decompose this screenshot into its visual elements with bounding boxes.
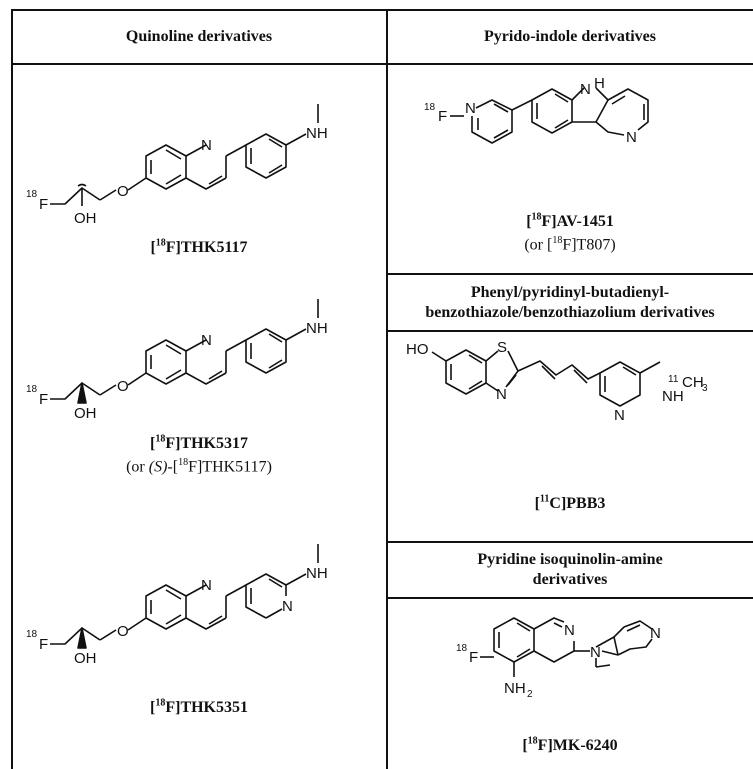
- fluorine-atom: F: [469, 649, 478, 666]
- header-pyrido-indole: Pyrido-indole derivatives: [387, 10, 753, 63]
- hydroxyl: OH: [74, 405, 97, 422]
- ether-oxygen: O: [117, 183, 129, 200]
- header-bottom-rule: [11, 63, 753, 65]
- thk5351-el: F: [165, 699, 176, 717]
- av1451-el: F: [541, 213, 552, 231]
- thk5351-structure: 18 F OH O N N NH: [26, 544, 328, 667]
- amine-nh2-sub: 2: [527, 689, 533, 700]
- fluorine-iso: 18: [456, 643, 468, 654]
- fluorine-atom: F: [39, 196, 48, 213]
- ether-oxygen: O: [117, 378, 129, 395]
- header-pyridine-text: Pyridine isoquinolin-amine derivatives: [477, 550, 663, 588]
- hydroxyl: OH: [74, 210, 97, 227]
- thk5117-structure: 18 F OH O N NH: [26, 104, 328, 227]
- header-quinoline: Quinoline derivatives: [12, 10, 386, 63]
- thk5317-structure: 18 F OH O N NH: [26, 299, 328, 422]
- pyrrole-nitrogen: N: [590, 644, 601, 661]
- mk6240-el: F: [537, 737, 548, 755]
- thk5117-name: THK5117: [180, 239, 248, 257]
- thk5117-iso: 18: [155, 238, 166, 249]
- av1451-alt-post: F]T807): [562, 236, 616, 254]
- row-divider-2: [386, 330, 753, 332]
- hydroxyl-ho: HO: [406, 341, 429, 358]
- header-pyridine-isoquinolin: Pyridine isoquinolin-amine derivatives: [387, 542, 753, 597]
- table-border-left: [11, 9, 13, 769]
- thk5317-caption: [18F]THK5317 (or (S)-[18F]THK5117): [126, 434, 272, 476]
- thk5317-el: F: [165, 435, 176, 453]
- thk5317-iso: 18: [155, 434, 166, 445]
- thiazole-sulfur: S: [497, 339, 507, 356]
- thk5351-iso: 18: [155, 698, 166, 709]
- hydroxyl: OH: [74, 650, 97, 667]
- pbb3-el: C: [549, 495, 561, 513]
- thk5317-alt-s: (S): [148, 458, 168, 476]
- methyl-ch: CH: [682, 374, 704, 391]
- fluorine-iso: 18: [26, 189, 38, 200]
- ether-oxygen: O: [117, 623, 129, 640]
- mk6240-caption: [18F]MK-6240: [522, 736, 618, 755]
- methyl-sub: 3: [702, 383, 708, 394]
- row-divider-1: [386, 273, 753, 275]
- av1451-name: AV-1451: [556, 213, 614, 231]
- thk5351-caption: [18F]THK5351: [150, 698, 248, 717]
- pbb3-iso: 11: [539, 494, 550, 505]
- amine-nh: NH: [662, 388, 684, 405]
- isoquinoline-nitrogen: N: [564, 622, 575, 639]
- fluorine-iso: 18: [26, 384, 38, 395]
- amine-nh: NH: [306, 125, 328, 142]
- header-phenyl-benzothiazole: Phenyl/pyridinyl-butadienyl-benzothiazol…: [387, 275, 753, 330]
- header-quinoline-text: Quinoline derivatives: [125, 27, 273, 45]
- quinoline-nitrogen: N: [201, 577, 212, 594]
- thiazole-nitrogen: N: [496, 386, 507, 403]
- indole-nitrogen: N: [580, 81, 591, 98]
- fluorine-atom: F: [39, 391, 48, 408]
- amine-nh: NH: [306, 320, 328, 337]
- header-pyrido-text: Pyrido-indole derivatives: [484, 27, 656, 45]
- mk6240-iso: 18: [527, 736, 538, 747]
- amine-nh2: NH: [504, 680, 526, 697]
- pyridine-nitrogen-2: N: [626, 129, 637, 146]
- row-divider-4: [386, 597, 753, 599]
- thk5117-el: F: [165, 239, 176, 257]
- thk5317-alt-iso: 18: [178, 457, 189, 469]
- thk5117-caption: [18F]THK5117: [150, 238, 248, 257]
- fluorine-iso: 18: [26, 629, 38, 640]
- table-border-top: [11, 9, 753, 11]
- pyridine-nitrogen: N: [650, 625, 661, 642]
- pbb3-structure: HO S N N NH 11 CH 3: [406, 339, 708, 424]
- pyridine-nitrogen: N: [614, 407, 625, 424]
- thk5351-name: THK5351: [180, 699, 248, 717]
- fluorine-atom: F: [39, 636, 48, 653]
- thk5317-alt-post: F]THK5117): [188, 458, 272, 476]
- av1451-structure: 18 F N N H N: [424, 75, 649, 146]
- av1451-alt-pre: (or [: [524, 236, 553, 254]
- fluorine-atom: F: [438, 108, 447, 125]
- av1451-caption: [18F]AV-1451 (or [18F]T807): [524, 212, 616, 254]
- pbb3-caption: [11C]PBB3: [534, 494, 606, 513]
- pbb3-name: PBB3: [566, 495, 606, 513]
- pyridine-nitrogen: N: [282, 598, 293, 615]
- thk5317-name: THK5317: [180, 435, 248, 453]
- amine-nh: NH: [306, 565, 328, 582]
- mk6240-structure: 18 F N N N NH 2: [456, 617, 661, 700]
- quinoline-nitrogen: N: [201, 332, 212, 349]
- carbon-iso: 11: [668, 374, 679, 385]
- quinoline-nitrogen: N: [201, 137, 212, 154]
- header-phenyl-text: Phenyl/pyridinyl-butadienyl-benzothiazol…: [425, 283, 715, 321]
- indole-hydrogen: H: [594, 75, 605, 92]
- av1451-alt-iso: 18: [552, 235, 563, 247]
- thk5317-alt-pre: (or: [126, 458, 149, 476]
- pyridine-nitrogen: N: [465, 100, 476, 117]
- thk5317-alt-dash: -[: [167, 458, 179, 476]
- row-divider-3: [386, 541, 753, 543]
- column-divider: [386, 9, 388, 769]
- mk6240-name: MK-6240: [552, 737, 618, 755]
- fluorine-iso: 18: [424, 102, 436, 113]
- av1451-iso: 18: [531, 212, 542, 223]
